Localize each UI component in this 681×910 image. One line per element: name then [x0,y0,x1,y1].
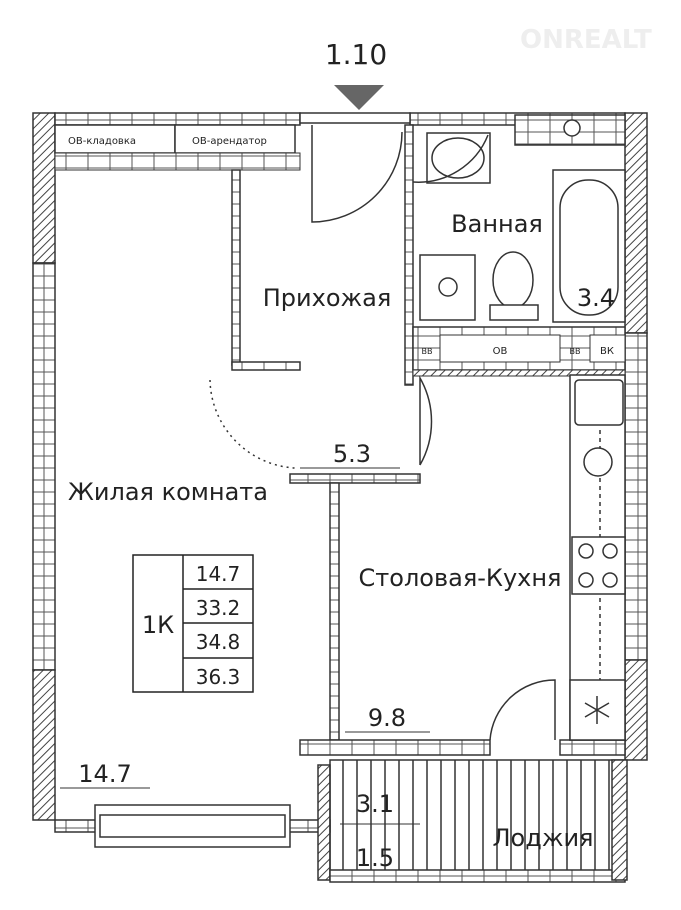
hallway-name: Прихожая [263,284,392,312]
entrance-door [311,125,403,223]
kitchen-counter [569,374,626,741]
duct-strip: ОВ ВК ВВ ВВ [412,326,626,377]
summary-area-with-loggia: 36.3 [196,665,241,689]
summary-area-with-loggia-reduced: 34.8 [196,630,241,654]
loggia-door [489,679,556,741]
partitions [231,124,626,756]
doors [209,125,556,741]
bathroom-name: Ванная [451,210,543,238]
hallway-area: 5.3 [333,440,371,468]
duct-storage: ОВ-кладовка [54,124,176,154]
bathroom-area: 3.4 [577,284,615,312]
kitchen-door [419,375,433,466]
stove-icon [571,536,626,595]
duct-vv-2: ВВ [570,347,581,356]
wall-strip [54,152,301,171]
entrance-arrow-icon [334,85,384,110]
bathroom-fixtures [419,114,626,323]
kitchen-name: Столовая-Кухня [359,564,562,592]
living-window [54,804,331,848]
kitchen-area: 9.8 [368,704,406,732]
duct-vv-1: ВВ [422,347,433,356]
area-summary-table [132,554,254,693]
watermark-logo: ONREALT [520,25,652,55]
apartment-type: 1К [142,611,174,639]
svg-text:ОВ-кладовка: ОВ-кладовка [68,136,136,147]
summary-living-area: 14.7 [196,562,241,586]
summary-total-area: 33.2 [196,596,241,620]
loggia-area-reduced: 1.5 [356,844,394,872]
duct-ov: ОВ [493,346,508,357]
loggia-name: Лоджия [493,824,594,852]
living-area: 14.7 [78,760,131,788]
kitchen-sink-icon [574,379,624,426]
svg-text:ОВ-арендатор: ОВ-арендатор [192,136,267,147]
loggia [317,759,628,883]
duct-tenant: ОВ-арендатор [174,124,296,154]
living-door [209,379,296,469]
loggia-area: 3.1 [356,790,394,818]
duct-vk: ВК [600,346,614,357]
living-name: Жилая комната [68,478,268,506]
entrance-label: 1.10 [325,38,387,71]
toilet-icon [492,251,534,309]
